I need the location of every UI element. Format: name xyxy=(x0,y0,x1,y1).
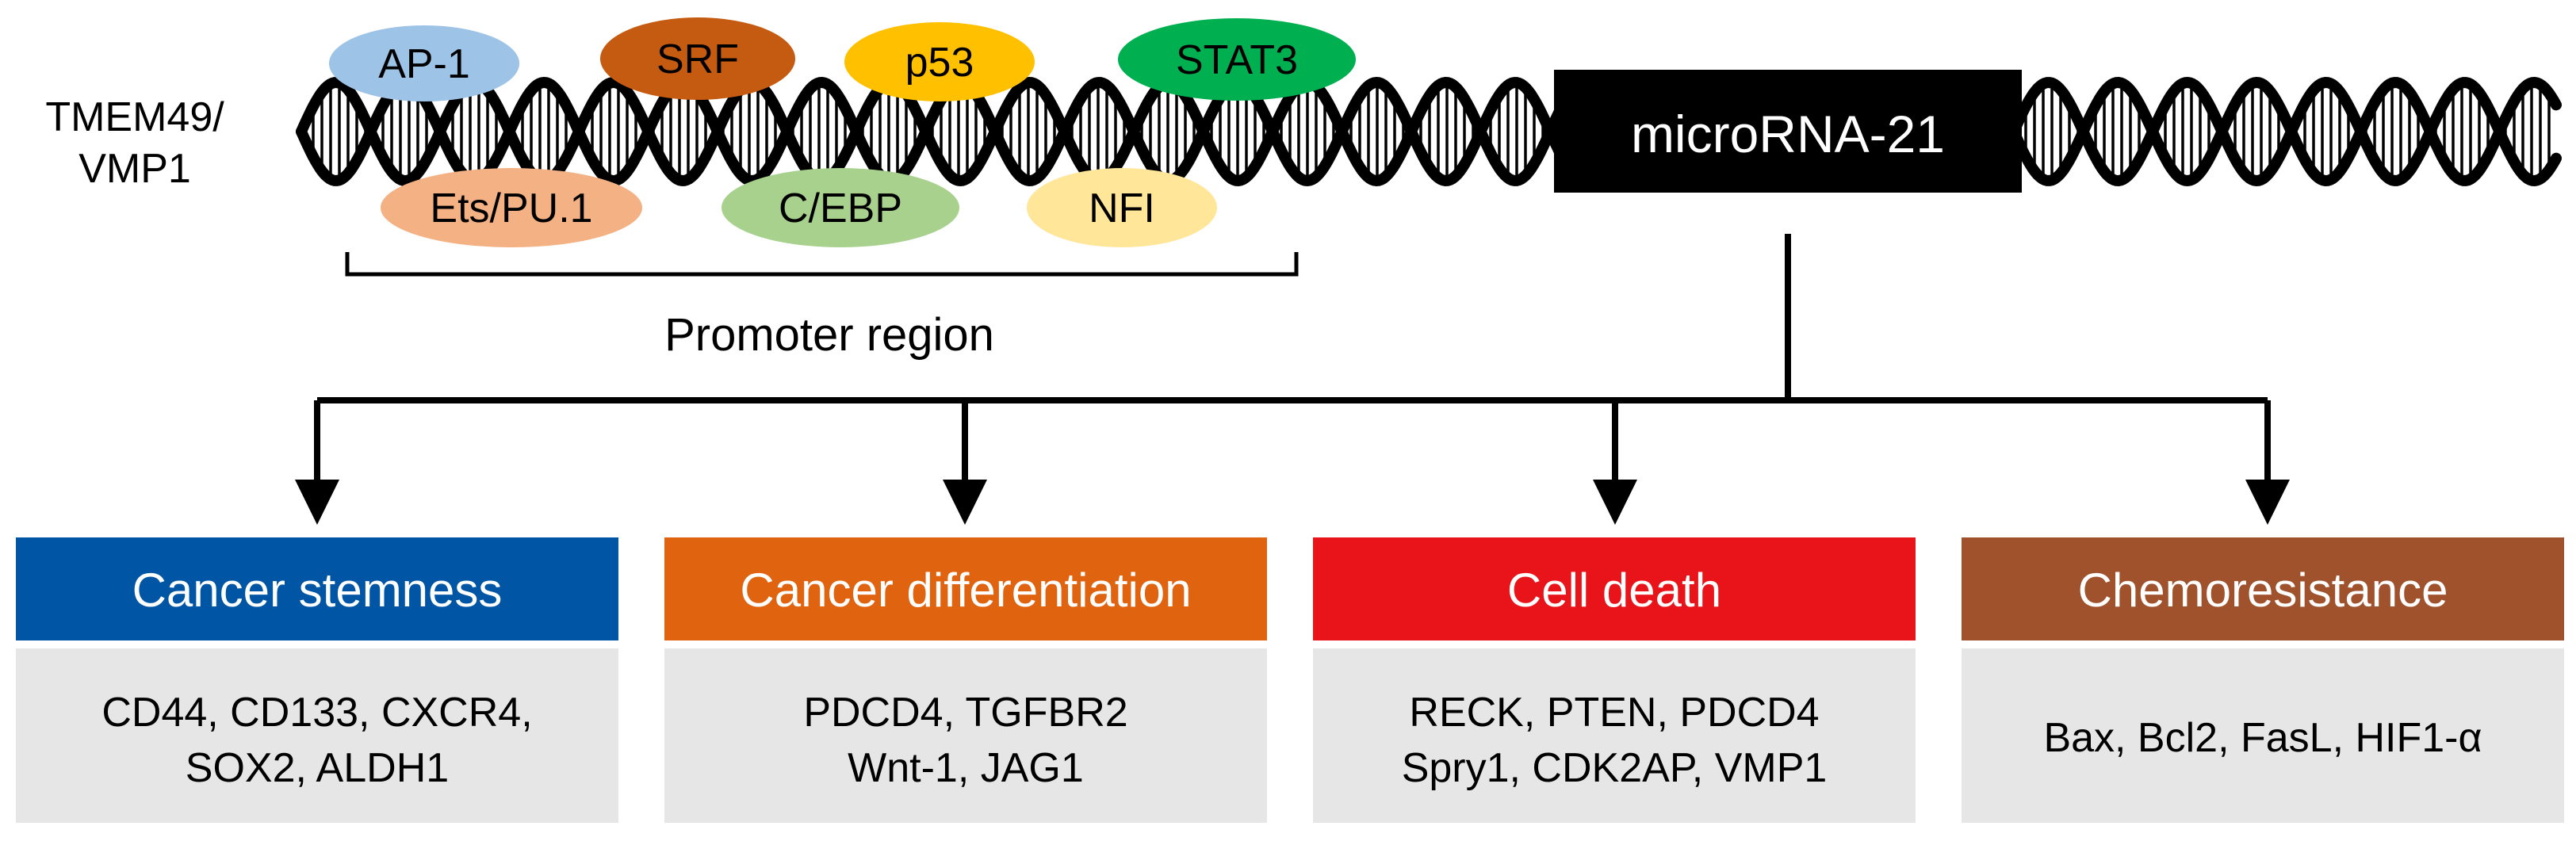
tf-nfi-ellipse xyxy=(1027,168,1217,247)
targets-line-1-cancer-stemness: CD44, CD133, CXCR4, xyxy=(101,690,532,736)
targets-box-cancer-differentiation xyxy=(664,648,1267,823)
category-header-cancer-stemness xyxy=(16,537,618,640)
promoter-label: Promoter region xyxy=(664,309,994,361)
tf-stat3-ellipse xyxy=(1118,18,1356,101)
tf-p53-ellipse xyxy=(844,22,1035,101)
category-title-chemoresistance: Chemoresistance xyxy=(2078,564,2448,617)
category-header-chemoresistance xyxy=(1962,537,2564,640)
category-cancer-stemness: Cancer stemness CD44, CD133, CXCR4, SOX2… xyxy=(16,537,618,823)
tf-cebp-ellipse xyxy=(722,168,959,247)
tf-srf: SRF xyxy=(600,17,795,100)
targets-line-1-cancer-differentiation: PDCD4, TGFBR2 xyxy=(803,690,1127,736)
targets-line-1-cell-death: RECK, PTEN, PDCD4 xyxy=(1409,690,1819,736)
category-cell-death: Cell death RECK, PTEN, PDCD4 Spry1, CDK2… xyxy=(1313,537,1916,823)
tf-cebp-label: C/EBP xyxy=(779,185,902,231)
mirna21-box-rect xyxy=(1554,70,2022,193)
category-cancer-differentiation: Cancer differentiation PDCD4, TGFBR2 Wnt… xyxy=(664,537,1267,823)
promoter-bracket xyxy=(345,252,1299,277)
gene-label-line-2: VMP1 xyxy=(78,146,191,192)
tf-p53: p53 xyxy=(844,22,1035,101)
tf-nfi-label: NFI xyxy=(1089,185,1155,231)
tf-p53-label: p53 xyxy=(905,40,974,86)
tf-ap1-ellipse xyxy=(329,25,519,101)
category-title-cancer-stemness: Cancer stemness xyxy=(132,564,503,617)
targets-line-2-cancer-differentiation: Wnt-1, JAG1 xyxy=(848,745,1084,791)
connector-lines xyxy=(314,234,2271,484)
category-chemoresistance: Chemoresistance Bax, Bcl2, FasL, HIF1-α xyxy=(1962,537,2564,823)
mirna21-label: microRNA-21 xyxy=(1631,105,1945,163)
tf-srf-ellipse xyxy=(600,17,795,100)
arrowhead-2 xyxy=(943,480,987,525)
arrowhead-1 xyxy=(295,480,339,525)
tf-stat3-label: STAT3 xyxy=(1176,37,1298,83)
targets-line-2-cell-death: Spry1, CDK2AP, VMP1 xyxy=(1402,745,1828,791)
targets-box-cancer-stemness xyxy=(16,648,618,823)
gene-label-line-1: TMEM49/ xyxy=(45,94,224,140)
arrowheads xyxy=(295,480,2290,525)
dna-strand-1 xyxy=(2008,76,2562,187)
tf-ap1-label: AP-1 xyxy=(378,41,470,87)
targets-box-chemoresistance xyxy=(1962,648,2564,823)
category-title-cell-death: Cell death xyxy=(1507,564,1721,617)
dna-double-helix xyxy=(296,76,2562,187)
category-title-cancer-differentiation: Cancer differentiation xyxy=(740,564,1191,617)
tf-cebp: C/EBP xyxy=(722,168,959,247)
tf-ets-pu1-ellipse xyxy=(381,168,642,247)
tf-ets-pu1: Ets/PU.1 xyxy=(381,168,642,247)
dna-strand-2 xyxy=(2008,76,2562,187)
tf-nfi: NFI xyxy=(1027,168,1217,247)
mirna21-box: microRNA-21 xyxy=(1554,70,2022,193)
arrowhead-3 xyxy=(1593,480,1637,525)
dna-strand-2 xyxy=(296,76,1567,187)
tf-srf-label: SRF xyxy=(656,36,739,82)
targets-box-cell-death xyxy=(1313,648,1916,823)
targets-line-2-cancer-stemness: SOX2, ALDH1 xyxy=(186,745,449,791)
tf-ets-pu1-label: Ets/PU.1 xyxy=(430,185,592,231)
category-header-cell-death xyxy=(1313,537,1916,640)
tf-stat3: STAT3 xyxy=(1118,18,1356,101)
targets-line-1-chemoresistance: Bax, Bcl2, FasL, HIF1-α xyxy=(2043,715,2482,761)
arrowhead-4 xyxy=(2245,480,2290,525)
tf-ap1: AP-1 xyxy=(329,25,519,101)
category-header-cancer-differentiation xyxy=(664,537,1267,640)
